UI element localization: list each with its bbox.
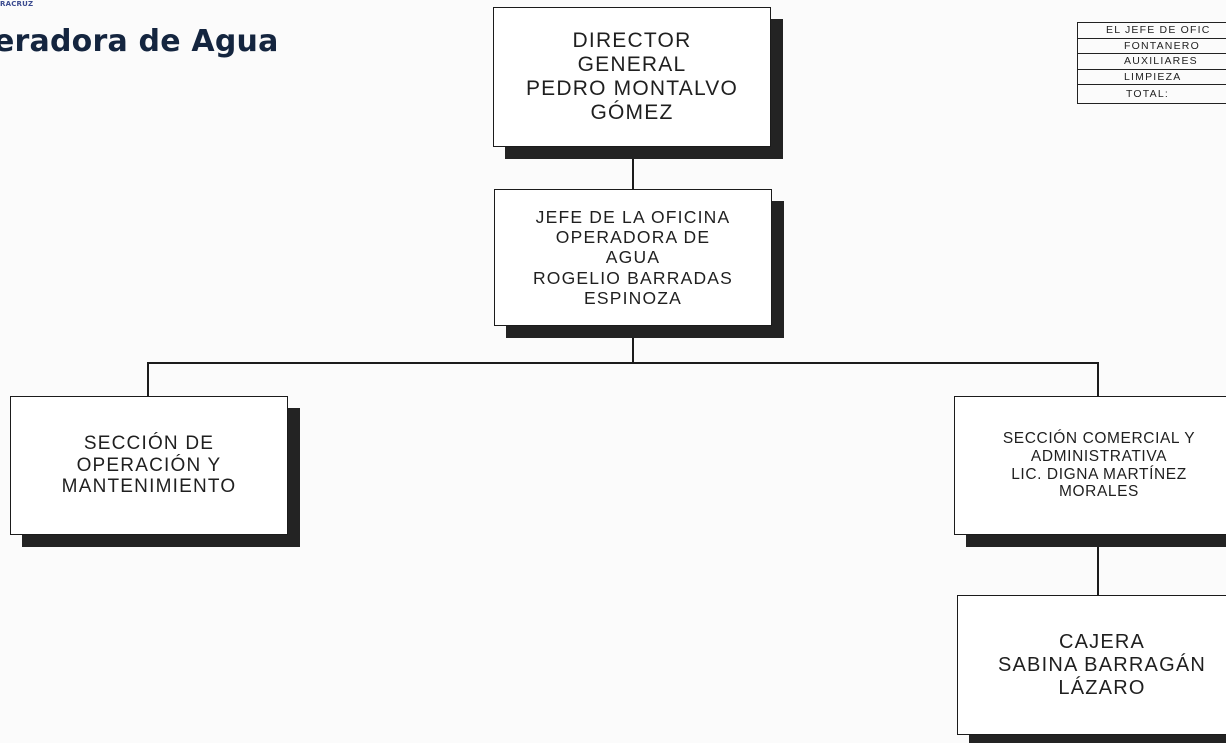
comercial-line: SECCIÓN COMERCIAL Y	[1002, 429, 1196, 447]
jefe-line: AGUA	[605, 247, 661, 268]
comercial-line: MORALES	[1059, 483, 1139, 501]
org-box-seccion-comercial: SECCIÓN COMERCIAL Y ADMINISTRATIVA LIC. …	[954, 396, 1226, 535]
operacion-line: SECCIÓN DE	[83, 432, 215, 454]
jefe-line: JEFE DE LA OFICINA	[535, 207, 731, 228]
cajera-line: CAJERA	[1058, 630, 1146, 653]
connector-horizontal-bus	[147, 362, 1099, 364]
director-line: PEDRO MONTALVO	[525, 77, 739, 100]
org-box-jefe-oficina: JEFE DE LA OFICINA OPERADORA DE AGUA ROG…	[494, 189, 772, 326]
staff-total-row: TOTAL:	[1078, 85, 1226, 104]
director-line: DIRECTOR	[572, 28, 692, 52]
jefe-line: ESPINOZA	[583, 287, 683, 308]
org-box-cajera: CAJERA SABINA BARRAGÁN LÁZARO	[957, 595, 1226, 735]
director-line: GENERAL	[577, 52, 687, 76]
jefe-line: ROGELIO BARRADAS	[532, 267, 734, 288]
org-box-director: DIRECTOR GENERAL PEDRO MONTALVO GÓMEZ	[493, 7, 771, 147]
page-title: eradora de Agua	[0, 24, 279, 59]
cajera-line: SABINA BARRAGÁN	[997, 653, 1207, 676]
director-line: GÓMEZ	[590, 101, 674, 125]
connector-comercial-cajera	[1097, 547, 1099, 595]
staff-row: FONTANERO	[1078, 39, 1226, 54]
staff-summary-table: EL JEFE DE OFIC FONTANERO AUXILIARES LIM…	[1077, 22, 1226, 104]
staff-row: EL JEFE DE OFIC	[1078, 23, 1226, 39]
comercial-line: ADMINISTRATIVA	[1030, 447, 1168, 465]
cajera-line: LÁZARO	[1058, 676, 1146, 699]
connector-jefe-bus	[632, 326, 634, 363]
jefe-line: OPERADORA DE	[555, 227, 711, 248]
staff-row: LIMPIEZA	[1078, 70, 1226, 85]
operacion-line: MANTENIMIENTO	[61, 476, 237, 498]
header-brand: RACRUZ	[0, 0, 34, 8]
connector-director-jefe	[632, 147, 634, 189]
comercial-line: LIC. DIGNA MARTÍNEZ	[1011, 465, 1187, 483]
staff-row: AUXILIARES	[1078, 54, 1226, 70]
operacion-line: OPERACIÓN Y	[76, 454, 222, 476]
connector-bus-comercial	[1097, 362, 1099, 396]
connector-bus-operacion	[147, 362, 149, 396]
org-box-seccion-operacion: SECCIÓN DE OPERACIÓN Y MANTENIMIENTO	[10, 396, 288, 535]
